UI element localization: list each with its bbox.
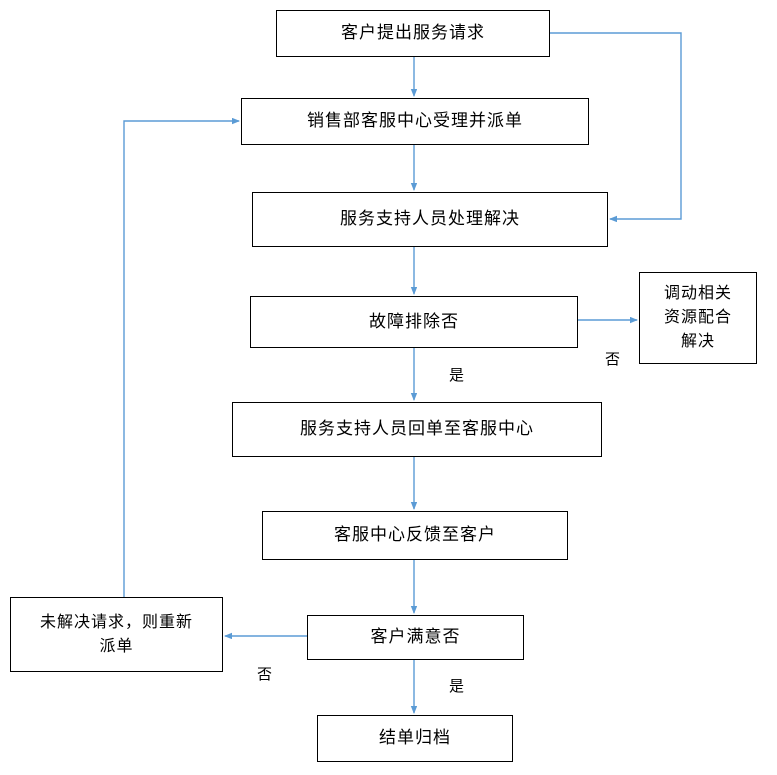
node-label: 故障排除否: [369, 311, 459, 331]
connector-unresolved-to-dispatch: [123, 117, 240, 597]
node-label: 调动相关 资源配合 解决: [663, 285, 732, 350]
edge-label-yes-satisfied: 是: [449, 678, 465, 695]
node-label: 销售部客服中心受理并派单: [307, 111, 523, 131]
node-service-center-feedback[interactable]: 客服中心反馈至客户: [262, 511, 568, 560]
node-label: 结单归档: [379, 728, 451, 748]
node-close-and-archive[interactable]: 结单归档: [317, 715, 513, 762]
edge-label-no-fault: 否: [605, 351, 621, 368]
node-label: 服务支持人员处理解决: [340, 209, 520, 229]
node-support-staff-report-back[interactable]: 服务支持人员回单至客服中心: [232, 402, 602, 457]
node-customer-satisfied-decision[interactable]: 客户满意否: [307, 615, 524, 660]
node-label: 服务支持人员回单至客服中心: [300, 419, 534, 439]
node-label: 客户满意否: [370, 627, 461, 647]
edge-label-yes-fault: 是: [449, 367, 465, 384]
node-support-staff-resolve[interactable]: 服务支持人员处理解决: [252, 192, 608, 247]
node-label: 客户提出服务请求: [341, 23, 485, 43]
edge-label-no-satisfied: 否: [257, 666, 273, 683]
node-fault-cleared-decision[interactable]: 故障排除否: [250, 296, 578, 348]
node-mobilize-resources[interactable]: 调动相关 资源配合 解决: [639, 272, 757, 364]
node-customer-request[interactable]: 客户提出服务请求: [276, 10, 550, 57]
node-sales-service-center-dispatch[interactable]: 销售部客服中心受理并派单: [241, 98, 589, 145]
node-label: 未解决请求，则重新 派单: [39, 613, 193, 655]
node-label: 客服中心反馈至客户: [334, 525, 496, 545]
node-unresolved-redispatch[interactable]: 未解决请求，则重新 派单: [10, 597, 223, 672]
